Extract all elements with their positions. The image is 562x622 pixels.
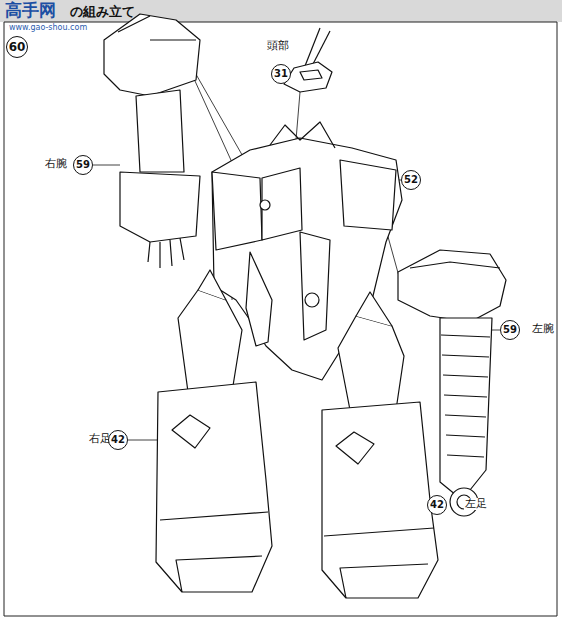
callout-text: 59 xyxy=(503,325,517,335)
callout-text: 59 xyxy=(76,160,90,170)
heading: の組み立て xyxy=(70,3,135,21)
callout-number: 52 xyxy=(401,170,421,190)
callout-text: 60 xyxy=(9,41,26,53)
part-name: 右腕 xyxy=(44,158,68,170)
callout-number: 59 xyxy=(500,320,520,340)
watermark: 高手网 xyxy=(4,1,57,20)
watermark: www.gao-shou.com xyxy=(8,24,88,33)
callout-text: 31 xyxy=(274,69,288,79)
callout-text: 42 xyxy=(430,500,444,510)
callout-number: 31 xyxy=(271,64,291,84)
part-name: 左腕 xyxy=(531,323,555,335)
callout-text: 42 xyxy=(111,435,125,445)
callout-number: 42 xyxy=(108,430,128,450)
callout-number: 59 xyxy=(73,155,93,175)
callout-number: 42 xyxy=(427,495,447,515)
part-name: 左足 xyxy=(464,498,488,510)
part-name: 頭部 xyxy=(266,40,290,52)
step-number: 60 xyxy=(6,36,29,59)
callout-text: 52 xyxy=(404,175,418,185)
